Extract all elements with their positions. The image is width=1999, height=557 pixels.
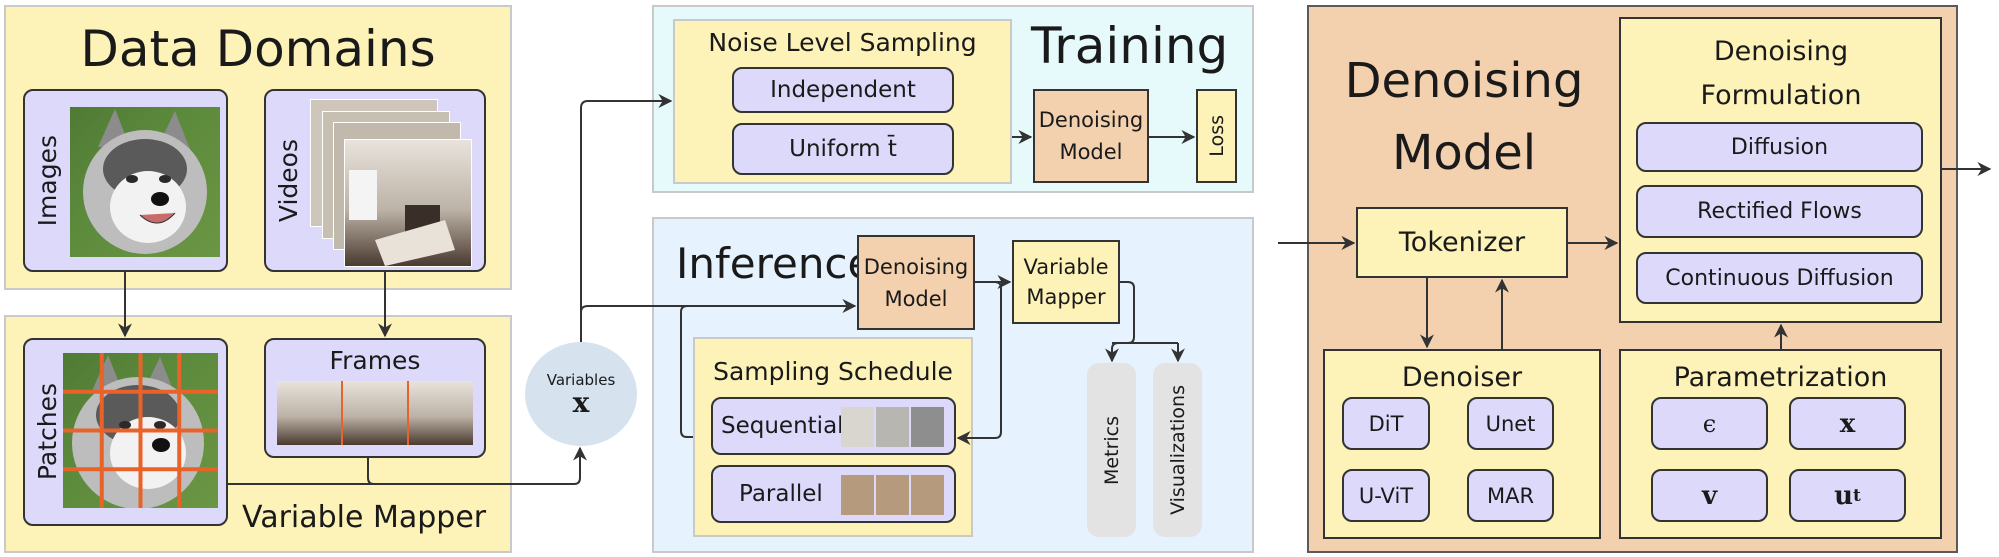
inference-denoising-model[interactable]: Denoising Model <box>857 235 975 330</box>
patches-label: Patches <box>33 383 62 481</box>
noise-option-independent[interactable]: Independent <box>732 67 954 113</box>
variable-mapper-title: Variable Mapper <box>242 500 487 535</box>
parametrization-option-epsilon[interactable]: ϵ <box>1651 397 1768 450</box>
formulation-option-continuous-diffusion[interactable]: Continuous Diffusion <box>1636 252 1923 304</box>
inference-variable-mapper[interactable]: Variable Mapper <box>1012 240 1120 324</box>
frames-card[interactable]: Frames <box>264 338 486 458</box>
frames-strip <box>277 381 473 445</box>
metrics-output[interactable]: Metrics <box>1087 363 1136 537</box>
denoiser-option-unet[interactable]: Unet <box>1467 397 1554 450</box>
variables-node[interactable]: Variables x <box>525 342 637 446</box>
training-title: Training <box>1031 17 1229 75</box>
patched-husky-image <box>63 353 218 508</box>
parallel-thumbnails <box>841 475 944 515</box>
patch-grid <box>63 353 218 508</box>
inference-title: Inference <box>676 239 874 288</box>
videos-label: Videos <box>274 138 303 223</box>
tokenizer-box[interactable]: Tokenizer <box>1356 207 1568 278</box>
formulation-option-diffusion[interactable]: Diffusion <box>1636 122 1923 172</box>
denoiser-option-u-vit[interactable]: U-ViT <box>1342 469 1430 522</box>
formulation-option-rectified-flows[interactable]: Rectified Flows <box>1636 185 1923 238</box>
data-domains-title: Data Domains <box>80 20 436 78</box>
parametrization-option-v[interactable]: v <box>1651 469 1768 522</box>
video-frames-stack <box>310 99 480 269</box>
noise-option-uniform-t[interactable]: Uniform t̄ <box>732 123 954 175</box>
denoising-model-title: Denoising Model <box>1344 53 1584 181</box>
loss-box[interactable]: Loss <box>1196 89 1237 183</box>
sequential-thumbnails <box>841 407 944 447</box>
frames-label: Frames <box>329 346 421 375</box>
denoiser-option-dit[interactable]: DiT <box>1342 397 1430 450</box>
sampling-schedule-title: Sampling Schedule <box>713 356 953 386</box>
patches-card[interactable]: Patches <box>23 338 228 526</box>
schedule-option-parallel[interactable]: Parallel <box>711 465 956 523</box>
variables-label: Variables <box>546 371 616 389</box>
husky-image <box>70 107 220 257</box>
denoiser-option-mar[interactable]: MAR <box>1467 469 1554 522</box>
noise-level-sampling-title: Noise Level Sampling <box>708 27 977 57</box>
videos-card[interactable]: Videos <box>264 89 486 272</box>
images-label: Images <box>33 134 62 227</box>
visualizations-output[interactable]: Visualizations <box>1153 363 1202 537</box>
training-denoising-model[interactable]: Denoising Model <box>1033 89 1149 183</box>
parametrization-title: Parametrization <box>1673 361 1888 393</box>
variables-symbol: x <box>572 386 590 419</box>
images-card[interactable]: Images <box>23 89 228 272</box>
schedule-option-sequential[interactable]: Sequential <box>711 397 956 455</box>
parametrization-option-x[interactable]: x <box>1789 397 1906 450</box>
denoiser-title: Denoiser <box>1401 361 1523 393</box>
denoising-formulation-title: Denoising Formulation <box>1700 36 1862 111</box>
